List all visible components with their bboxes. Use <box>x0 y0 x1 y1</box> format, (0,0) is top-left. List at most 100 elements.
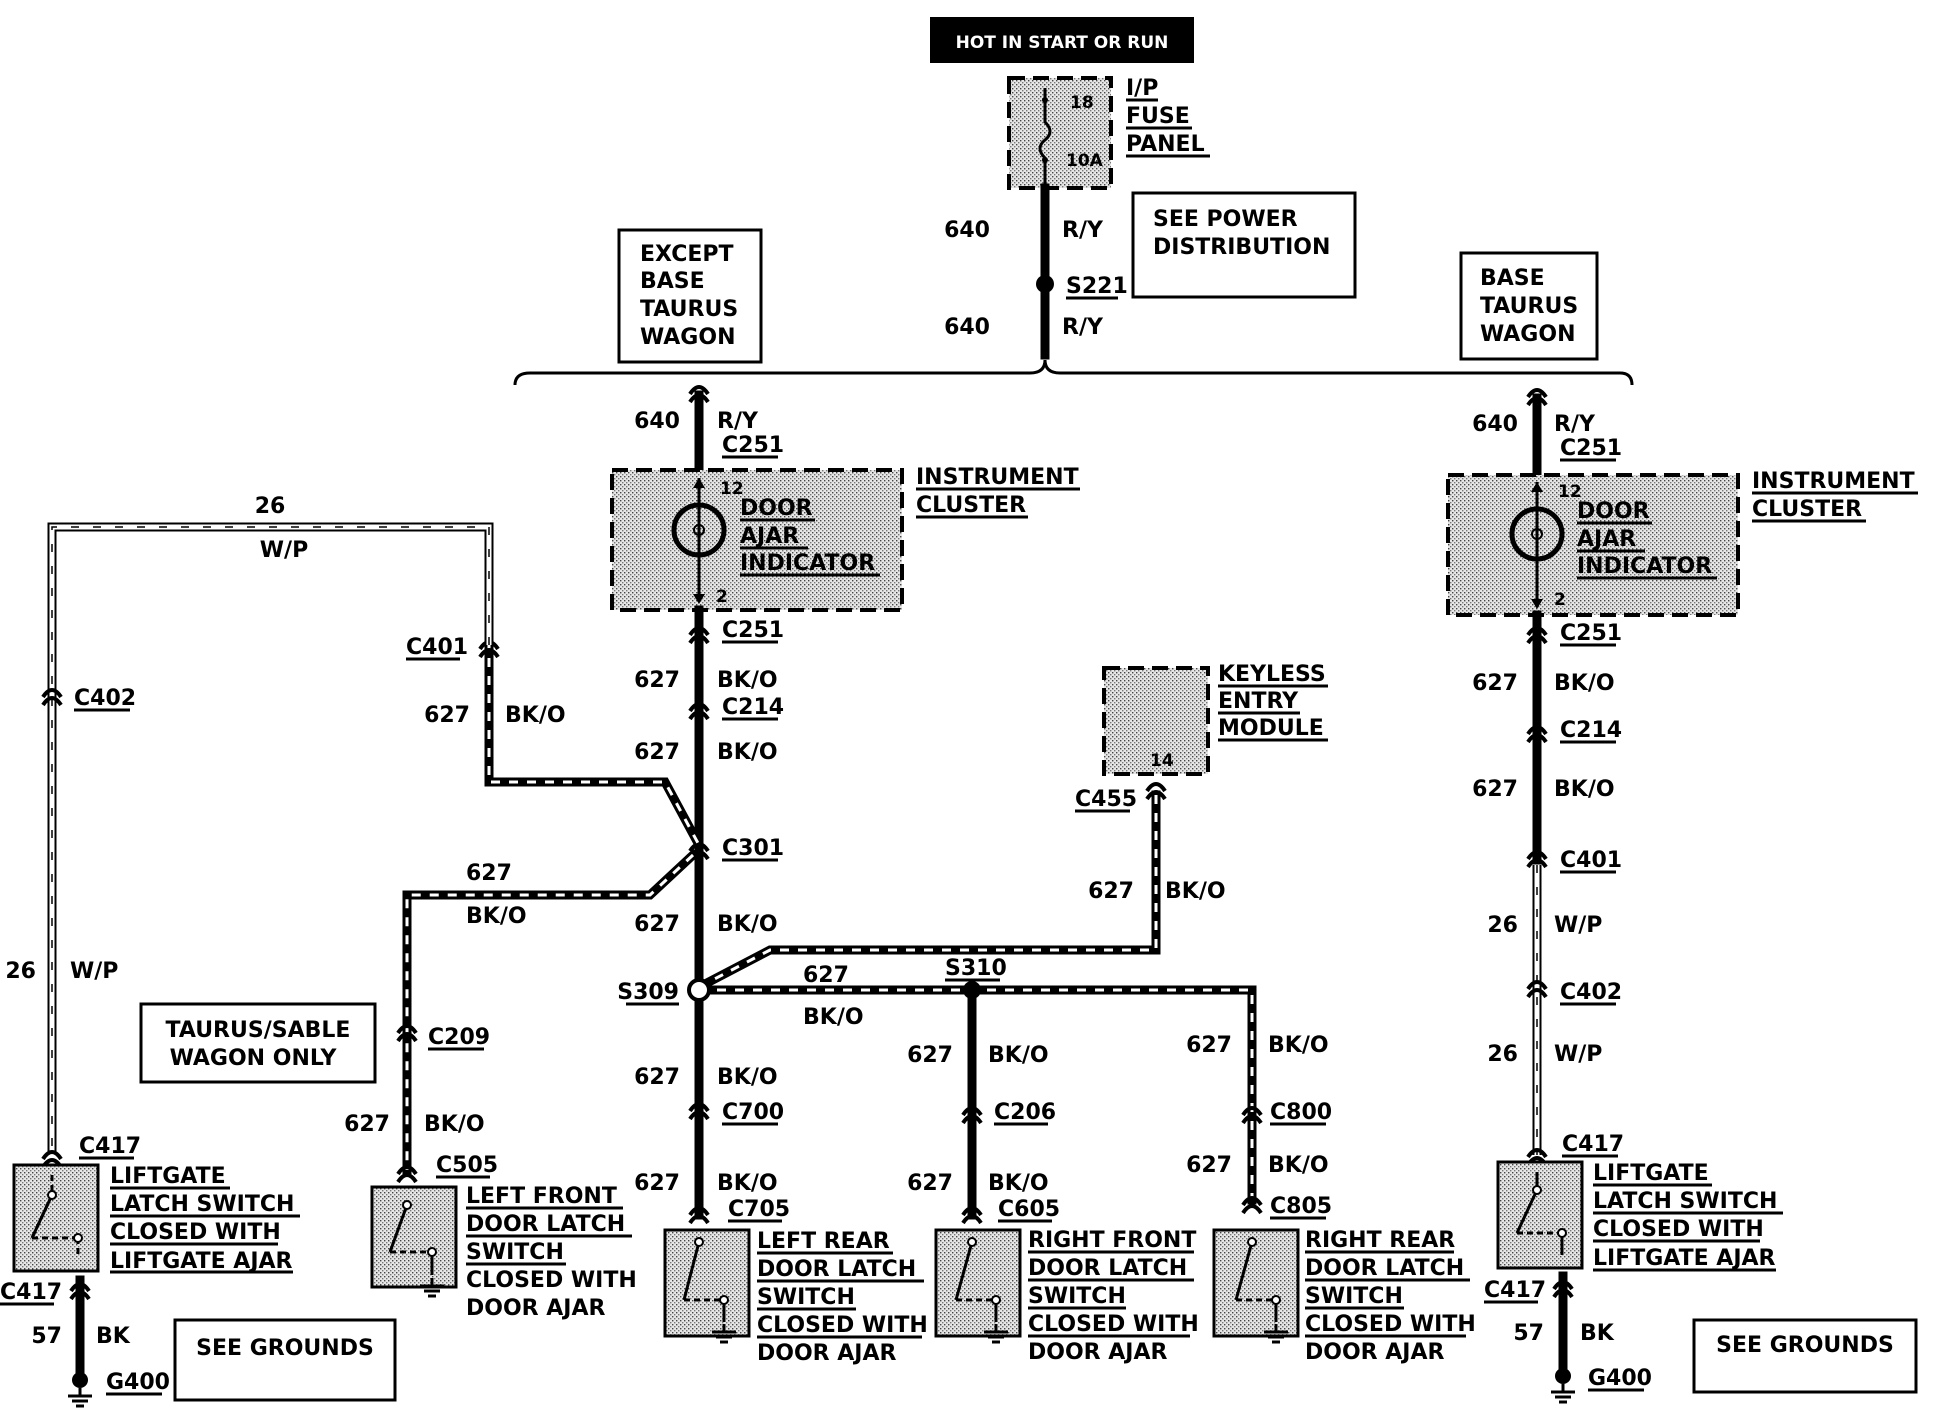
fuse-panel-title-3: PANEL <box>1126 132 1205 157</box>
wire-label-640: 640 <box>1472 412 1518 437</box>
right-rear-line-1: RIGHT REAR <box>1305 1228 1455 1253</box>
liftgate-left-line-3: CLOSED WITH <box>110 1220 281 1245</box>
wire-label-627: 627 <box>1088 879 1134 904</box>
taurus-sable-note <box>139 1002 377 1084</box>
conn-c401-right: C401 <box>1560 848 1622 873</box>
wire-label-627: 627 <box>634 1065 680 1090</box>
keyless-line-3: MODULE <box>1218 716 1324 741</box>
wire-label-57: 57 <box>1513 1321 1544 1346</box>
instrument-cluster-right <box>1446 473 1740 617</box>
see-grounds-left <box>173 1318 397 1402</box>
conn-c251-bottom-left: C251 <box>722 618 784 643</box>
wire-color-ry: R/Y <box>1062 315 1104 340</box>
wire-label-627: 627 <box>907 1043 953 1068</box>
cluster-title-1: INSTRUMENT <box>1752 469 1915 494</box>
fuse-panel-title-2: FUSE <box>1126 104 1190 129</box>
left-rear-line-2: DOOR LATCH <box>757 1257 916 1282</box>
pin-12: 12 <box>1558 482 1582 502</box>
conn-c214-left: C214 <box>722 695 784 720</box>
conn-c800: C800 <box>1270 1100 1332 1125</box>
base-line-3: WAGON <box>1480 322 1575 347</box>
left-rear-line-5: DOOR AJAR <box>757 1341 897 1366</box>
ind-line-1: DOOR <box>740 496 813 521</box>
liftgate-switch-right <box>1496 1160 1584 1270</box>
conn-c251-top-left: C251 <box>722 433 784 458</box>
fuse-number: 18 <box>1070 93 1094 113</box>
wire-label-627: 627 <box>344 1112 390 1137</box>
except-base-line-4: WAGON <box>640 325 735 350</box>
conn-c206: C206 <box>994 1100 1056 1125</box>
conn-c417-left-top: C417 <box>79 1134 141 1159</box>
right-rear-line-4: CLOSED WITH <box>1305 1312 1476 1337</box>
conn-c251-bottom-right: C251 <box>1560 621 1622 646</box>
conn-c505: C505 <box>436 1153 498 1178</box>
splice-s310-label: S310 <box>945 956 1007 981</box>
ind-line-3: INDICATOR <box>1577 554 1712 579</box>
right-front-line-3: SWITCH <box>1028 1284 1126 1309</box>
liftgate-right-line-1: LIFTGATE <box>1593 1161 1709 1186</box>
ind-line-1: DOOR <box>1577 499 1650 524</box>
cluster-title-2: CLUSTER <box>916 493 1026 518</box>
wire-color-bk: BK <box>96 1324 131 1349</box>
ind-line-2: AJAR <box>1577 527 1636 552</box>
conn-c301: C301 <box>722 836 784 861</box>
fuse-panel-box <box>1007 76 1113 190</box>
liftgate-switch-left <box>12 1163 100 1273</box>
wire-color-bko: BK/O <box>1554 671 1615 696</box>
conn-c605: C605 <box>998 1197 1060 1222</box>
liftgate-left-line-2: LATCH SWITCH <box>110 1192 294 1217</box>
splice-s221-label: S221 <box>1066 274 1128 299</box>
fuse-icon <box>1038 88 1052 188</box>
left-rear-line-4: CLOSED WITH <box>757 1313 928 1338</box>
conn-c402-left: C402 <box>74 686 136 711</box>
wire-label-627: 627 <box>634 668 680 693</box>
splice-s221 <box>1036 275 1054 293</box>
right-front-line-5: DOOR AJAR <box>1028 1340 1168 1365</box>
pin-2: 2 <box>1554 590 1566 610</box>
wire-color-wp: W/P <box>260 538 308 563</box>
left-rear-switch <box>663 1228 751 1338</box>
conn-c705: C705 <box>728 1197 790 1222</box>
wire-color-bko: BK/O <box>1268 1153 1329 1178</box>
wire-color-bko: BK/O <box>988 1043 1049 1068</box>
pin-2: 2 <box>716 587 728 607</box>
liftgate-right-line-3: CLOSED WITH <box>1593 1217 1764 1242</box>
see-power-line-1: SEE POWER <box>1153 207 1298 232</box>
wire-label-627: 627 <box>1472 777 1518 802</box>
wire-color-bko: BK/O <box>803 1005 864 1030</box>
wire-color-ry: R/Y <box>1062 218 1104 243</box>
wire-label-26: 26 <box>1487 913 1518 938</box>
fuse-rating: 10A <box>1066 151 1104 171</box>
liftgate-left-line-4: LIFTGATE AJAR <box>110 1249 293 1274</box>
pin-12: 12 <box>720 479 744 499</box>
conn-c455: C455 <box>1075 787 1137 812</box>
right-rear-line-2: DOOR LATCH <box>1305 1256 1464 1281</box>
left-front-switch <box>370 1185 458 1289</box>
wire-label-627: 627 <box>634 740 680 765</box>
see-grounds-right-text: SEE GROUNDS <box>1716 1333 1894 1358</box>
conn-c417-right-bottom: C417 <box>1484 1278 1546 1303</box>
wire-label-26: 26 <box>255 494 286 519</box>
splice-s309-label: S309 <box>617 980 679 1005</box>
ind-line-2: AJAR <box>740 524 799 549</box>
splice-s309 <box>687 978 711 1002</box>
conn-c251-top-right: C251 <box>1560 436 1622 461</box>
wire-label-640: 640 <box>944 315 990 340</box>
base-line-1: BASE <box>1480 266 1545 291</box>
left-front-line-5: DOOR AJAR <box>466 1296 606 1321</box>
power-label: HOT IN START OR RUN <box>956 33 1169 53</box>
conn-c417-left-bottom: C417 <box>0 1280 62 1305</box>
instrument-cluster-left <box>610 468 904 612</box>
left-front-line-1: LEFT FRONT <box>466 1184 617 1209</box>
wire-color-bko: BK/O <box>717 1171 778 1196</box>
wire-label-627: 627 <box>634 1171 680 1196</box>
wire-color-bko: BK/O <box>717 1065 778 1090</box>
right-front-switch <box>934 1228 1022 1338</box>
wire-color-bko: BK/O <box>717 740 778 765</box>
wire-color-ry: R/Y <box>1554 412 1596 437</box>
wire-color-bko: BK/O <box>466 904 527 929</box>
conn-c417-right-top: C417 <box>1562 1132 1624 1157</box>
conn-c209: C209 <box>428 1025 490 1050</box>
see-power-line-2: DISTRIBUTION <box>1153 235 1330 260</box>
keyless-line-1: KEYLESS <box>1218 662 1326 687</box>
